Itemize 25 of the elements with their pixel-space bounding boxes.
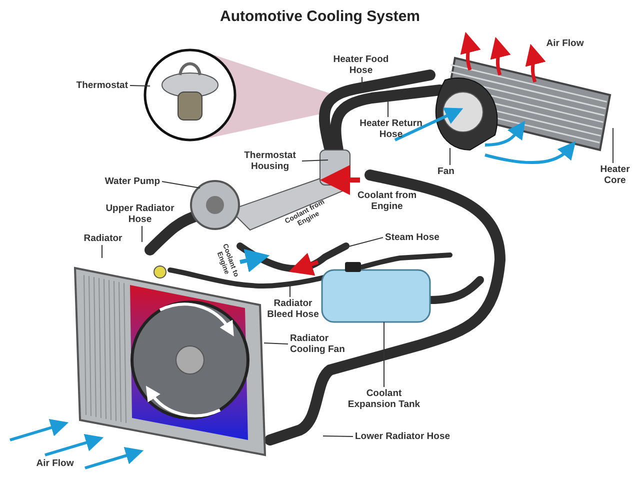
text-label: Coolant from Engine [356,190,418,212]
leader-line [130,85,150,86]
diagram-title: Automotive Cooling System [218,8,422,25]
part-label: Fan [436,166,456,177]
leader-line [342,237,384,248]
part-label: Radiator [80,233,126,244]
part-label: Heater Food Hose [330,54,392,76]
part-label: Steam Hose [385,232,445,243]
part-label: Radiator Bleed Hose [266,298,320,320]
part-label: Thermostat [72,80,128,91]
leader-line [264,342,288,344]
leader-line [162,181,200,188]
part-label: Heater Return Hose [356,118,426,140]
text-label: Air Flow [35,458,75,469]
part-label: Heater Core [596,164,634,186]
part-label: Radiator Cooling Fan [290,333,352,355]
part-label: Thermostat Housing [240,150,300,172]
leader-line [612,128,614,164]
leader-line [322,436,354,437]
part-label: Coolant Expansion Tank [345,388,423,410]
part-label: Upper Radiator Hose [100,203,180,225]
part-label: Lower Radiator Hose [355,431,465,442]
leader-line [302,160,328,162]
text-label: Air Flow [545,38,585,49]
part-label: Water Pump [100,176,160,187]
